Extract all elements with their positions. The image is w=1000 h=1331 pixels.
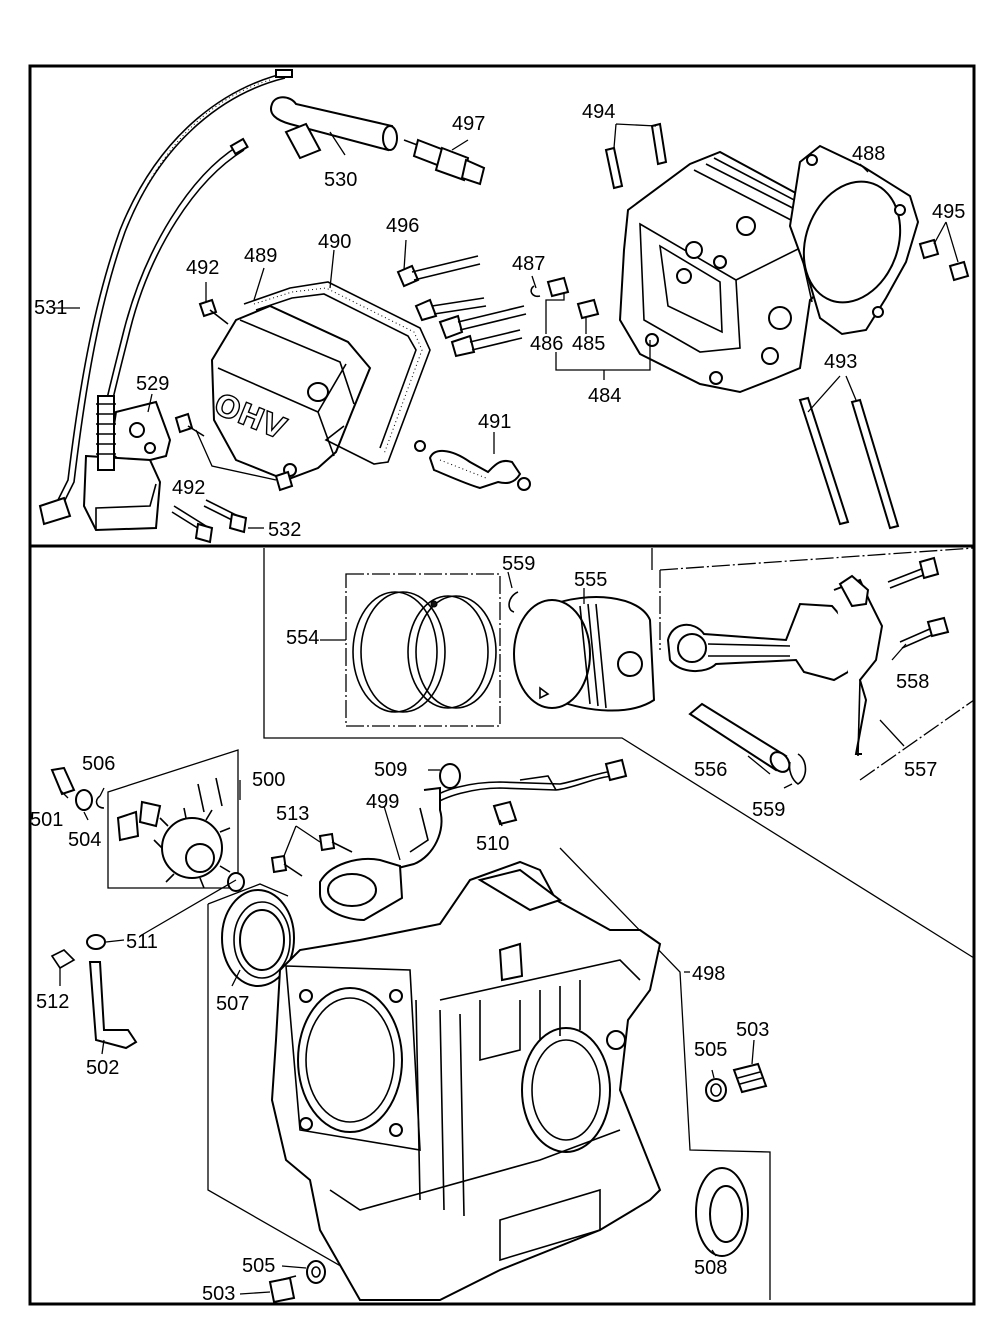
dowel-486 [546,276,570,298]
leader-lines [54,123,959,1295]
callout-488: 488 [852,143,885,165]
washer-505-bottom [306,1260,326,1284]
clip-487 [530,285,541,298]
callout-531: 531 [34,297,67,319]
callout-507: 507 [216,993,249,1015]
bolts-558 [887,556,950,649]
washer-504 [75,789,93,811]
callout-487: 487 [512,253,545,275]
clip-506 [95,795,105,809]
oil-seal-508 [695,1167,749,1257]
callout-497: 497 [452,113,485,135]
callout-484: 484 [588,385,621,407]
dowels-495 [918,238,970,282]
callout-labels: 494 497 488 530 495 496 489 490 492 487 … [30,101,965,1305]
callout-505-right: 505 [694,1039,727,1061]
coil-bracket-529 [82,395,172,532]
wire-harness-499 [397,758,628,869]
callout-506: 506 [82,753,115,775]
bolts-496 [396,255,527,358]
shaft-501 [50,766,76,796]
callout-491: 491 [478,411,511,433]
callout-532: 532 [268,519,301,541]
bolts-513 [270,832,353,877]
governor-gear-500 [116,777,231,889]
bolt-492-b [174,412,294,492]
throttle-cable-531 [38,69,293,526]
clip-559-b [788,753,807,785]
outer-frame [28,64,976,1306]
piston-rings-group-554 [345,573,501,727]
callout-493: 493 [824,351,857,373]
callout-492-top: 492 [186,257,219,279]
bolts-532 [171,499,248,544]
dowel-485 [576,298,600,320]
callout-489: 489 [244,245,277,267]
callout-554: 554 [286,627,319,649]
clip-512 [50,949,76,970]
callout-499: 499 [366,791,399,813]
callout-511: 511 [126,931,158,953]
cylinder-head-484 [618,150,844,394]
callout-503-right: 503 [736,1019,769,1041]
o-ring-509 [439,763,461,789]
head-gasket-488 [788,144,920,336]
valve-cover-gasket-490 [243,281,431,465]
callout-495: 495 [932,201,965,223]
callout-559-top: 559 [502,553,535,575]
callout-508: 508 [694,1257,727,1279]
bearing-507 [221,889,295,987]
callout-498: 498 [692,963,725,985]
washer-505 [705,1078,727,1102]
callout-509: 509 [374,759,407,781]
piston-pin-556 [688,702,791,773]
nut-510 [492,800,518,826]
callout-492-bottom: 492 [172,477,205,499]
callout-485: 485 [572,333,605,355]
callout-502: 502 [86,1057,119,1079]
drain-plug-503 [732,1062,768,1094]
crankcase-498 [270,860,662,1301]
callout-486: 486 [530,333,563,355]
studs-493 [798,396,900,530]
callout-529: 529 [136,373,169,395]
conrod-group-outline [659,547,975,781]
valve-cover-489: OHV [208,304,372,482]
callout-500: 500 [252,769,285,791]
clip-559-a [508,591,519,613]
studs-494 [604,122,668,190]
callout-555: 555 [574,569,607,591]
callout-503-bottom: 503 [202,1283,235,1305]
callout-556: 556 [694,759,727,781]
breather-cup [319,858,404,922]
spark-plug-497 [403,138,486,186]
piston-group-outline [263,548,975,959]
callout-530: 530 [324,169,357,191]
callout-559-bottom: 559 [752,799,785,821]
washer-511 [86,872,245,950]
drain-plug-503-bottom [268,1275,297,1304]
callout-501: 501 [30,809,63,831]
callout-504: 504 [68,829,101,851]
callout-513: 513 [276,803,309,825]
connecting-rod-557 [666,574,884,757]
breather-tube-491 [414,440,531,491]
governor-shaft-502 [88,961,138,1050]
callout-557: 557 [904,759,937,781]
callout-490: 490 [318,231,351,253]
callout-505-bottom: 505 [242,1255,275,1277]
callout-496: 496 [386,215,419,237]
callout-512: 512 [36,991,69,1013]
callout-558: 558 [896,671,929,693]
piston-555 [513,596,656,712]
piston-rings-554 [352,591,497,713]
callout-494: 494 [582,101,615,123]
spark-plug-cap-530 [270,96,398,160]
callout-510: 510 [476,833,509,855]
bolt-492 [198,298,229,325]
